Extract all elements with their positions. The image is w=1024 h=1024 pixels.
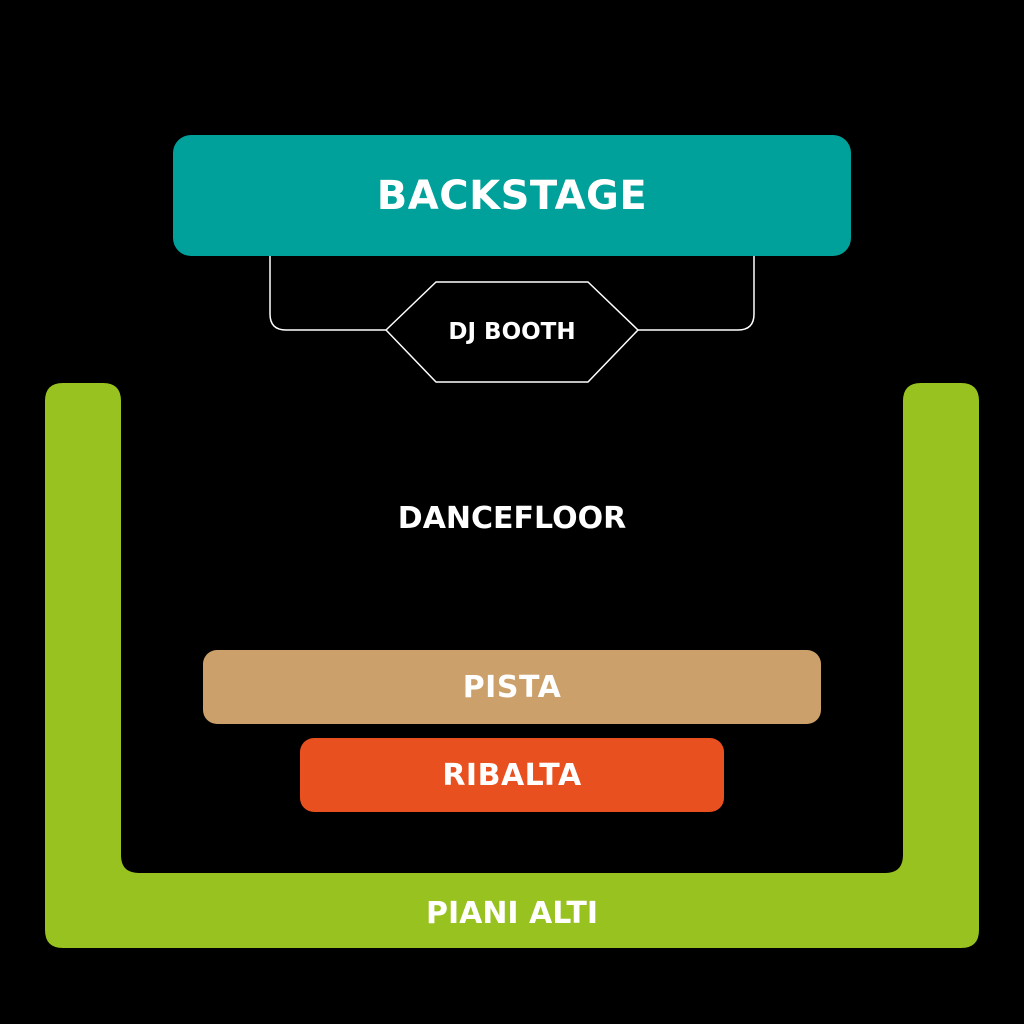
- pista-zone[interactable]: PISTA: [203, 650, 821, 724]
- piani-alti-label: PIANI ALTI: [425, 895, 599, 931]
- ribalta-zone[interactable]: RIBALTA: [300, 738, 724, 812]
- backstage-zone[interactable]: BACKSTAGE: [173, 135, 851, 256]
- ribalta-label: RIBALTA: [442, 757, 582, 793]
- pista-label: PISTA: [462, 669, 562, 705]
- dj-booth-label: DJ BOOTH: [448, 319, 576, 345]
- dancefloor-label: DANCEFLOOR: [397, 500, 627, 536]
- backstage-label: BACKSTAGE: [376, 172, 648, 219]
- piani-alti-shape: [45, 383, 979, 948]
